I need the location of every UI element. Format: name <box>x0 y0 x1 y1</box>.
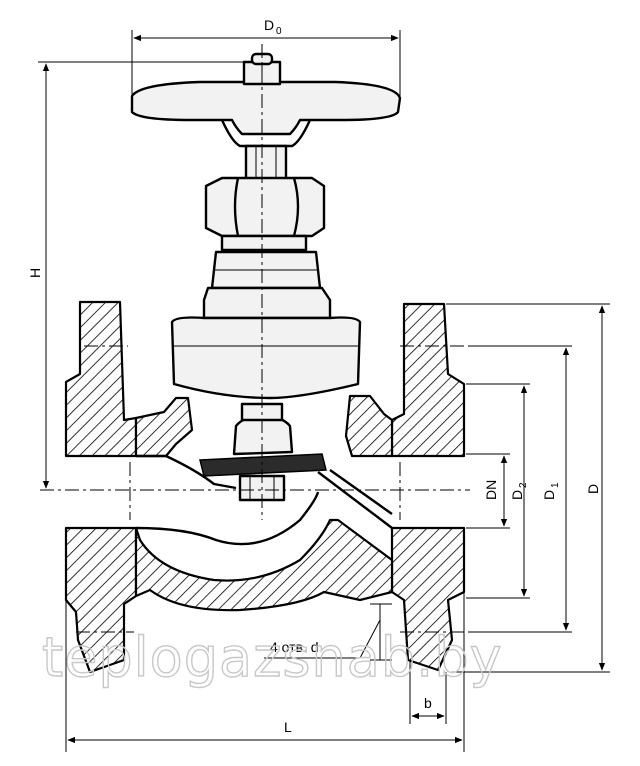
valve-body <box>64 300 466 674</box>
d1-subscript: 1 <box>550 482 561 488</box>
watermark: teplogazsnab.by <box>42 626 503 689</box>
hex-nut <box>204 176 326 252</box>
b-label: b <box>424 695 432 711</box>
bonnet <box>170 250 362 400</box>
d-label: D <box>585 484 601 494</box>
dimension-d: D <box>446 303 610 673</box>
center-lines <box>40 44 470 633</box>
holes-label: 4 отв. d <box>270 639 319 655</box>
dimension-d2: D 2 <box>466 383 530 599</box>
dimension-b: b <box>409 660 447 724</box>
d0-label: D <box>264 17 274 33</box>
l-label: L <box>284 719 292 735</box>
d0-subscript: 0 <box>276 26 282 37</box>
dimension-holes: 4 отв. d <box>264 603 392 661</box>
dimension-h: H <box>27 61 250 489</box>
d1-label: D <box>541 490 557 500</box>
dimension-d0: D 0 <box>131 17 401 98</box>
h-label: H <box>27 268 43 278</box>
dimension-l: L <box>65 592 465 752</box>
dn-label: DN <box>483 480 499 500</box>
d2-subscript: 2 <box>518 482 529 488</box>
dimension-dn: DN <box>466 453 510 529</box>
d2-label: D <box>509 490 525 500</box>
stem <box>244 144 288 184</box>
dimension-d1: D 1 <box>470 345 572 633</box>
handwheel <box>130 52 402 148</box>
